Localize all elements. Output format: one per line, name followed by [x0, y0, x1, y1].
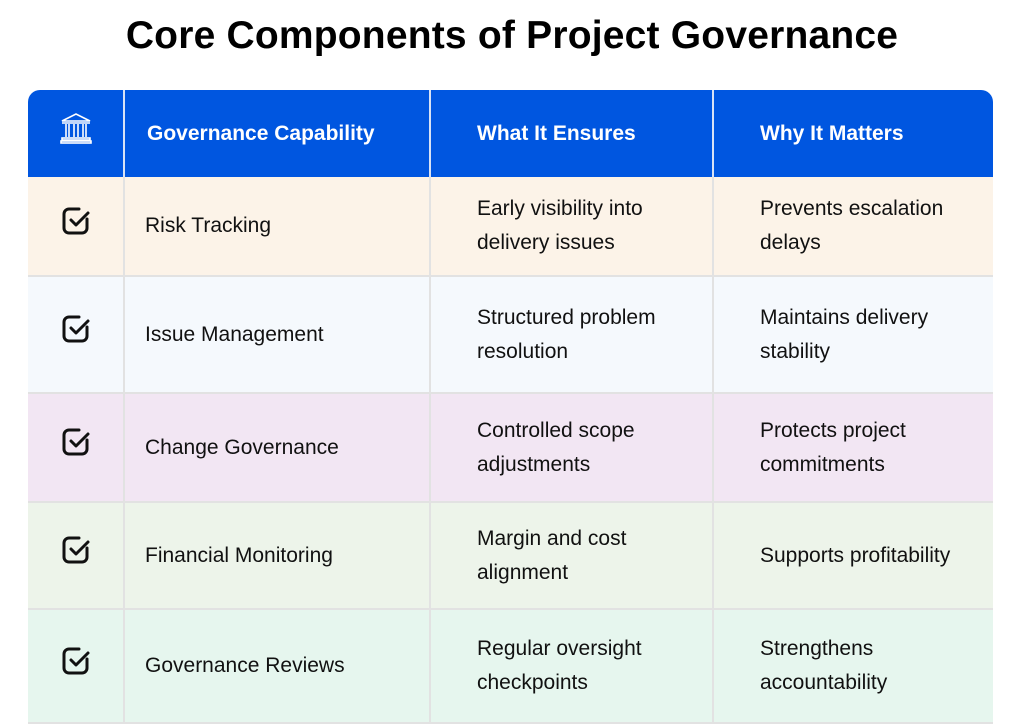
matters-cell: Prevents escalation delays [760, 197, 944, 254]
table-row: Issue Management Structured problem reso… [28, 277, 993, 394]
table-row: Governance Reviews Regular oversight che… [28, 610, 993, 724]
row-icon-cell [28, 503, 125, 608]
capability-cell: Issue Management [125, 277, 431, 392]
table-row: Risk Tracking Early visibility into deli… [28, 177, 993, 277]
checkbox-checked-icon [60, 645, 92, 688]
ensures-cell: Structured problem resolution [431, 277, 714, 392]
matters-cell: Strengthens accountability [760, 637, 888, 694]
ensures-cell: Early visibility into delivery issues [431, 177, 714, 275]
matters-cell: Maintains delivery stability [760, 305, 929, 363]
checkbox-checked-icon [60, 534, 92, 577]
capability-cell: Change Governance [125, 394, 431, 501]
checkbox-checked-icon [60, 313, 92, 356]
table-row: Financial Monitoring Margin and cost ali… [28, 503, 993, 610]
page-title: Core Components of Project Governance [125, 14, 899, 57]
checkbox-checked-icon [60, 426, 92, 469]
row-icon-cell [28, 277, 125, 392]
capability-cell: Financial Monitoring [125, 503, 431, 608]
table-row: Change Governance Controlled scope adjus… [28, 394, 993, 503]
column-header-matters: Why It Matters [760, 121, 904, 145]
ensures-cell: Regular oversight checkpoints [431, 610, 714, 722]
row-icon-cell [28, 394, 125, 501]
ensures-cell: Controlled scope adjustments [431, 394, 714, 501]
header-icon-cell [28, 90, 125, 177]
table-header: Governance Capability What It Ensures Wh… [28, 90, 993, 177]
bank-building-icon [59, 111, 93, 156]
matters-cell: Supports profitability [760, 543, 951, 567]
ensures-cell: Margin and cost alignment [431, 503, 714, 608]
governance-table: Governance Capability What It Ensures Wh… [28, 90, 993, 724]
column-header-capability: Governance Capability [125, 90, 431, 177]
capability-cell: Governance Reviews [125, 610, 431, 722]
checkbox-checked-icon [60, 205, 92, 248]
matters-cell: Protects project commitments [760, 418, 906, 476]
column-header-ensures: What It Ensures [431, 90, 714, 177]
capability-cell: Risk Tracking [125, 177, 431, 275]
row-icon-cell [28, 610, 125, 722]
row-icon-cell [28, 177, 125, 275]
